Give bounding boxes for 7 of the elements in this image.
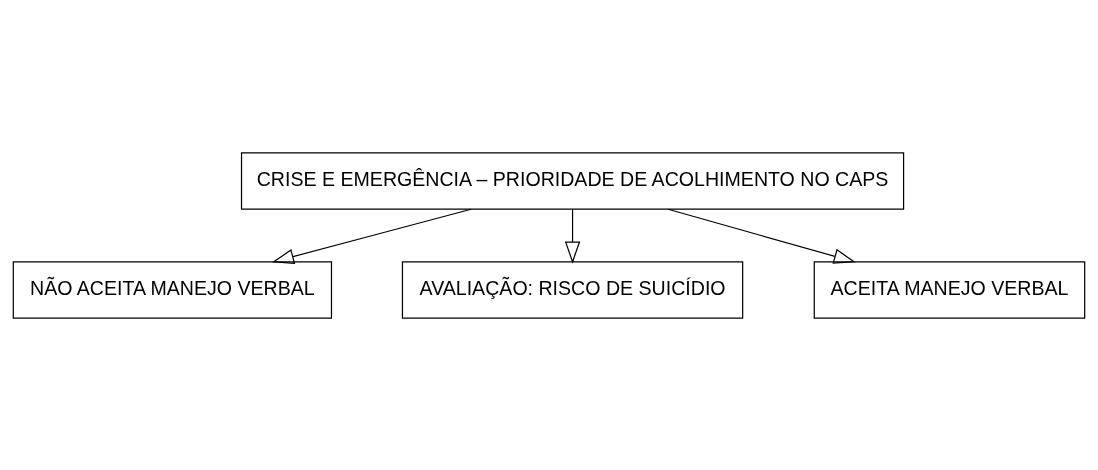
node-box: NÃO ACEITA MANEJO VERBAL <box>12 260 333 319</box>
arrow <box>564 208 581 264</box>
node-box: ACEITA MANEJO VERBAL <box>813 260 1086 319</box>
arrow <box>667 208 856 264</box>
arrow <box>272 208 472 264</box>
node-box: CRISE E EMERGÊNCIA – PRIORIDADE DE ACOLHIMENTO NO CAPS <box>240 151 905 210</box>
node-box: AVALIAÇÃO: RISCO DE SUICÍDIO <box>401 260 744 319</box>
